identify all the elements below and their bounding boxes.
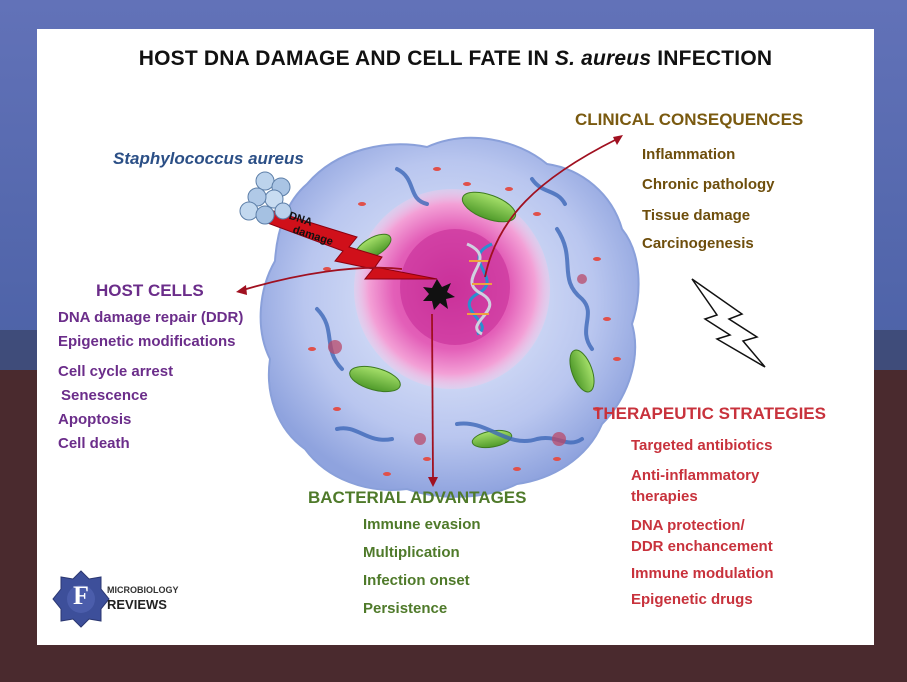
bacterial-item: Immune evasion bbox=[363, 516, 481, 533]
title-end: INFECTION bbox=[657, 47, 773, 70]
host-item: Epigenetic modifications bbox=[58, 333, 236, 350]
host-item: Cell death bbox=[58, 435, 130, 452]
arrow-to-bacterial bbox=[431, 313, 434, 480]
title-main: HOST DNA DAMAGE AND CELL FATE IN bbox=[138, 47, 549, 70]
clinical-item: Carcinogenesis bbox=[642, 235, 754, 252]
clinical-item: Tissue damage bbox=[642, 207, 751, 224]
dna-damage-bolt-icon bbox=[261, 208, 438, 280]
host-item: Senescence bbox=[61, 387, 148, 404]
nucleolus bbox=[400, 229, 510, 345]
host-cells-heading: HOST CELLS bbox=[96, 281, 204, 300]
therapeutic-item: Anti-inflammatory therapies bbox=[631, 467, 760, 505]
dna-helix-icon bbox=[466, 242, 493, 336]
arrowhead-host bbox=[236, 285, 247, 295]
therapeutic-heading: THERAPEUTIC STRATEGIES bbox=[593, 404, 826, 423]
therapeutic-item: DNA protection/ DDR enchancement bbox=[631, 517, 773, 555]
host-item: Cell cycle arrest bbox=[58, 363, 174, 380]
arrowhead-bacterial bbox=[428, 477, 438, 487]
clinical-item: Inflammation bbox=[642, 146, 736, 163]
vesicles bbox=[308, 167, 621, 476]
cell-illustration bbox=[236, 135, 766, 498]
title-species: S. aureus bbox=[554, 47, 652, 70]
logo-letter: F bbox=[73, 581, 89, 610]
therapeutic-item: Epigenetic drugs bbox=[631, 591, 753, 608]
bacterial-item: Multiplication bbox=[363, 544, 460, 561]
bacterium-label: Staphylococcus aureus bbox=[113, 149, 304, 168]
bacterial-item: Persistence bbox=[363, 600, 448, 617]
journal-logo-icon bbox=[52, 570, 110, 628]
host-item: DNA damage repair (DDR) bbox=[58, 309, 244, 326]
arrows bbox=[242, 138, 618, 480]
arrowhead-clinical bbox=[613, 135, 623, 145]
lysosomes bbox=[328, 274, 587, 446]
therapeutic-item: Immune modulation bbox=[631, 565, 774, 582]
bacteria-cluster-icon bbox=[239, 171, 292, 225]
arrow-to-host bbox=[242, 266, 403, 291]
bacterial-heading: BACTERIAL ADVANTAGES bbox=[308, 488, 527, 507]
figure-title: HOST DNA DAMAGE AND CELL FATE IN S. aure… bbox=[37, 47, 874, 71]
arrow-to-clinical bbox=[484, 138, 618, 278]
therapeutic-item: Targeted antibiotics bbox=[631, 437, 773, 454]
lightning-outline-icon bbox=[691, 278, 766, 368]
logo-line1: MICROBIOLOGY bbox=[107, 585, 179, 595]
logo-line2: REVIEWS bbox=[107, 597, 167, 612]
host-item: Apoptosis bbox=[58, 411, 132, 428]
clinical-item: Chronic pathology bbox=[642, 176, 775, 193]
clinical-heading: CLINICAL CONSEQUENCES bbox=[575, 110, 804, 129]
figure-panel: HOST DNA DAMAGE AND CELL FATE IN S. aure… bbox=[37, 29, 874, 645]
damage-starburst-icon bbox=[423, 279, 455, 310]
endoplasmic-reticulum bbox=[315, 167, 594, 445]
bacterial-item: Infection onset bbox=[363, 572, 470, 589]
